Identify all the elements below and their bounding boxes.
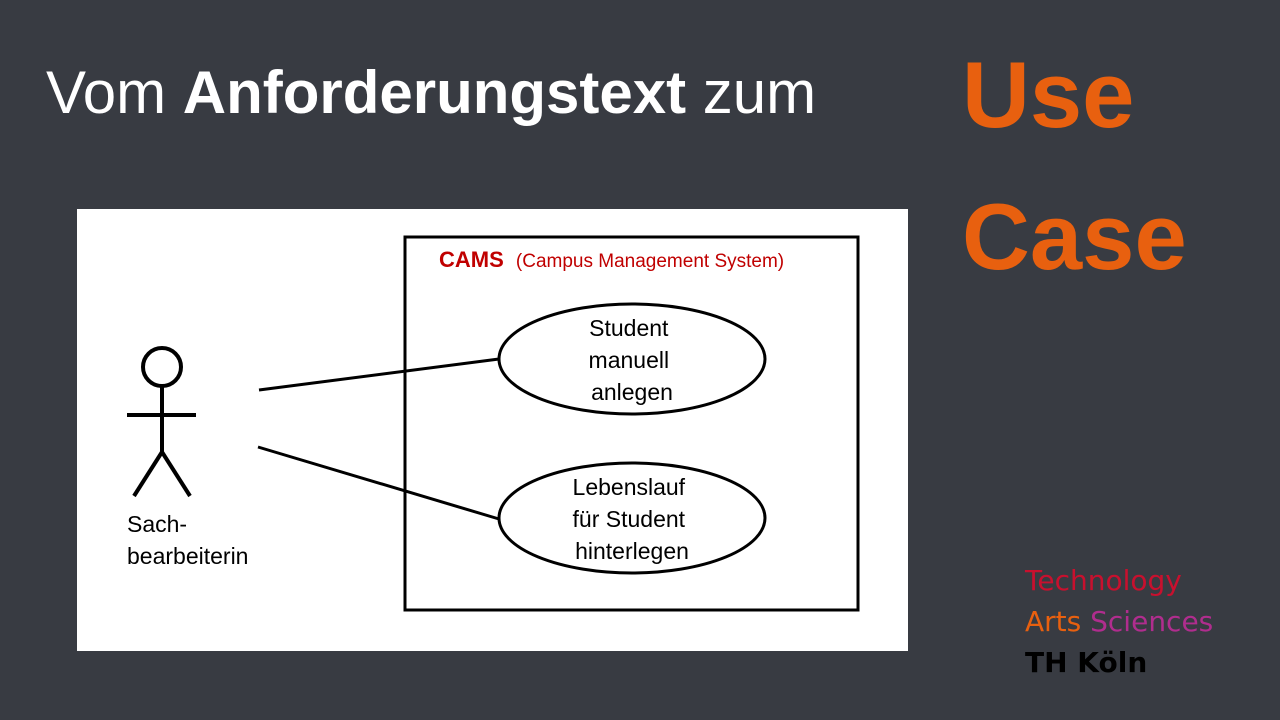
logo-arts: Arts: [1025, 605, 1082, 638]
actor-label: Sach- bearbeiterin: [127, 511, 248, 569]
system-name: CAMS: [439, 247, 504, 272]
actor-head: [141, 346, 183, 388]
actor-right-leg: [160, 450, 192, 498]
actor-label-line2: bearbeiterin: [127, 543, 248, 569]
use-case-2-label: Lebenslauf für Student hinterlegen: [573, 474, 692, 564]
title-highlight-case: Case: [962, 184, 1187, 289]
system-title: CAMS (Campus Management System): [439, 247, 784, 272]
title-bold: Anforderungstext: [182, 59, 687, 126]
use-case-diagram: CAMS (Campus Management System) Sach- be…: [127, 235, 860, 612]
title-suffix: zum: [702, 59, 817, 126]
actor-label-line1: Sach-: [127, 511, 187, 537]
title-prefix: Vom: [46, 59, 167, 126]
th-koeln-logo: Technology Arts Sciences TH Köln: [1025, 560, 1213, 683]
logo-line2: Arts Sciences: [1025, 601, 1213, 642]
logo-th-koeln: TH Köln: [1025, 646, 1148, 679]
use-case-2-line3: hinterlegen: [575, 538, 689, 564]
use-case-1-label: Student manuell anlegen: [589, 315, 676, 405]
association-line-1: [258, 357, 500, 392]
actor-sachbearbeiterin: [127, 346, 196, 498]
logo-technology: Technology: [1025, 564, 1182, 597]
slide-title: Vom Anforderungstext zum: [46, 58, 816, 127]
use-case-1-line2: manuell: [589, 347, 670, 373]
use-case-2-line1: Lebenslauf: [573, 474, 686, 500]
title-highlight-use: Use: [962, 42, 1135, 147]
use-case-student-anlegen: [497, 302, 767, 416]
use-case-1-line1: Student: [589, 315, 669, 341]
actor-left-leg: [132, 450, 164, 498]
logo-sciences: Sciences: [1090, 605, 1214, 638]
diagram-panel: CAMS (Campus Management System) Sach- be…: [77, 209, 908, 651]
use-case-2-line2: für Student: [573, 506, 686, 532]
use-case-1-line3: anlegen: [591, 379, 673, 405]
system-full-name: (Campus Management System): [516, 251, 784, 272]
system-boundary: [403, 235, 860, 612]
use-case-lebenslauf-hinterlegen: [497, 461, 767, 575]
association-line-2: [257, 445, 500, 521]
